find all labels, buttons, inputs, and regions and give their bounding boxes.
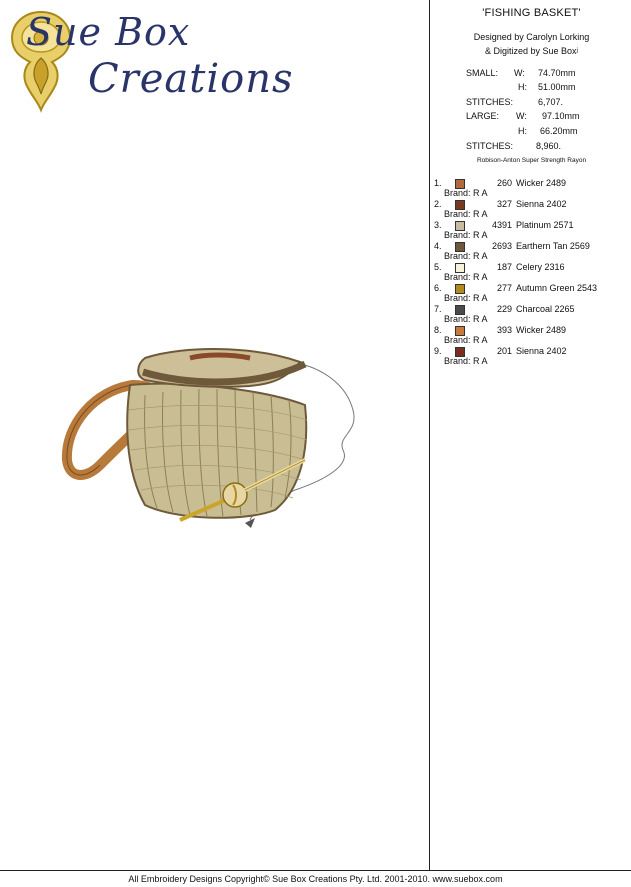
designer-credit: Designed by Carolyn Lorking bbox=[473, 32, 590, 42]
color-brand: Brand: R A bbox=[444, 188, 488, 198]
thread-color-list: 1. 260 Wicker 2489 Brand: R A 2. 327 Sie… bbox=[432, 178, 631, 367]
large-width-value: 97.10mm bbox=[542, 111, 580, 121]
list-item: 1. 260 Wicker 2489 Brand: R A bbox=[432, 178, 631, 199]
list-item: 9. 201 Sienna 2402 Brand: R A bbox=[432, 346, 631, 367]
color-swatch bbox=[455, 242, 465, 252]
color-number: 8. bbox=[434, 325, 442, 335]
color-code: 327 bbox=[496, 199, 512, 209]
ornament-logo-icon bbox=[10, 10, 72, 113]
color-name: Wicker 2489 bbox=[516, 178, 567, 188]
list-item: 4. 2693 Earthern Tan 2569 Brand: R A bbox=[432, 241, 631, 262]
color-code: 393 bbox=[496, 325, 512, 335]
large-height-value: 66.20mm bbox=[540, 126, 578, 136]
color-number: 6. bbox=[434, 283, 442, 293]
large-width-label: W: bbox=[516, 111, 527, 121]
color-code: 187 bbox=[496, 262, 512, 272]
color-swatch bbox=[455, 326, 465, 336]
color-number: 1. bbox=[434, 178, 442, 188]
list-item: 2. 327 Sienna 2402 Brand: R A bbox=[432, 199, 631, 220]
color-code: 277 bbox=[496, 283, 512, 293]
small-height-value: 51.00mm bbox=[538, 82, 576, 92]
small-height-label: H: bbox=[518, 82, 527, 92]
large-stitches-label: STITCHES: bbox=[466, 141, 514, 151]
copyright-footer: All Embroidery Designs Copyright© Sue Bo… bbox=[128, 874, 503, 884]
color-brand: Brand: R A bbox=[444, 356, 488, 366]
thread-brand-note: Robison-Anton Super Strength Rayon bbox=[476, 157, 587, 164]
large-height-label: H: bbox=[518, 126, 527, 136]
color-number: 9. bbox=[434, 346, 442, 356]
color-code: 260 bbox=[496, 178, 512, 188]
color-name: Sienna 2402 bbox=[516, 199, 567, 209]
horizontal-divider bbox=[0, 870, 631, 871]
color-name: Autumn Green 2543 bbox=[516, 283, 598, 293]
color-name: Platinum 2571 bbox=[516, 220, 574, 230]
small-size-label: SMALL: bbox=[466, 68, 499, 78]
small-stitches-label: STITCHES: bbox=[466, 97, 514, 107]
color-brand: Brand: R A bbox=[444, 209, 488, 219]
color-number: 7. bbox=[434, 304, 442, 314]
color-name: Sienna 2402 bbox=[516, 346, 567, 356]
color-brand: Brand: R A bbox=[444, 335, 488, 345]
color-brand: Brand: R A bbox=[444, 272, 488, 282]
color-swatch bbox=[455, 263, 465, 273]
color-name: Celery 2316 bbox=[516, 262, 565, 272]
color-name: Charcoal 2265 bbox=[516, 304, 575, 314]
color-number: 5. bbox=[434, 262, 442, 272]
logo-text-line2: Creations bbox=[88, 56, 294, 102]
sue-box-logo: Sue Box Creations bbox=[6, 4, 292, 114]
color-swatch bbox=[455, 221, 465, 231]
color-code: 4391 bbox=[491, 220, 512, 230]
list-item: 3. 4391 Platinum 2571 Brand: R A bbox=[432, 220, 631, 241]
color-brand: Brand: R A bbox=[444, 230, 488, 240]
color-brand: Brand: R A bbox=[444, 293, 488, 303]
color-name: Wicker 2489 bbox=[516, 325, 567, 335]
color-swatch bbox=[455, 284, 465, 294]
list-item: 8. 393 Wicker 2489 Brand: R A bbox=[432, 325, 631, 346]
list-item: 5. 187 Celery 2316 Brand: R A bbox=[432, 262, 631, 283]
color-brand: Brand: R A bbox=[444, 314, 488, 324]
design-title: 'FISHING BASKET' bbox=[482, 7, 581, 19]
color-name: Earthern Tan 2569 bbox=[516, 241, 590, 251]
vertical-divider bbox=[429, 0, 430, 870]
fishing-basket-illustration bbox=[61, 348, 355, 528]
large-stitches-value: 8,960. bbox=[536, 141, 562, 151]
color-code: 2693 bbox=[491, 241, 512, 251]
color-code: 229 bbox=[496, 304, 512, 314]
list-item: 7. 229 Charcoal 2265 Brand: R A bbox=[432, 304, 631, 325]
logo-text-line1: Sue Box bbox=[26, 10, 191, 54]
color-swatch bbox=[455, 347, 465, 357]
color-number: 2. bbox=[434, 199, 442, 209]
small-stitches-value: 6,707. bbox=[538, 97, 564, 107]
small-width-value: 74.70mm bbox=[538, 68, 576, 78]
large-size-label: LARGE: bbox=[466, 111, 500, 121]
color-brand: Brand: R A bbox=[444, 251, 488, 261]
list-item: 6. 277 Autumn Green 2543 Brand: R A bbox=[432, 283, 631, 304]
small-width-label: W: bbox=[514, 68, 525, 78]
color-swatch bbox=[455, 179, 465, 189]
color-code: 201 bbox=[496, 346, 512, 356]
color-swatch bbox=[455, 200, 465, 210]
color-number: 4. bbox=[434, 241, 442, 251]
color-swatch bbox=[455, 305, 465, 315]
color-number: 3. bbox=[434, 220, 442, 230]
digitizer-credit: & Digitized by Sue Boxʲ bbox=[485, 46, 578, 56]
